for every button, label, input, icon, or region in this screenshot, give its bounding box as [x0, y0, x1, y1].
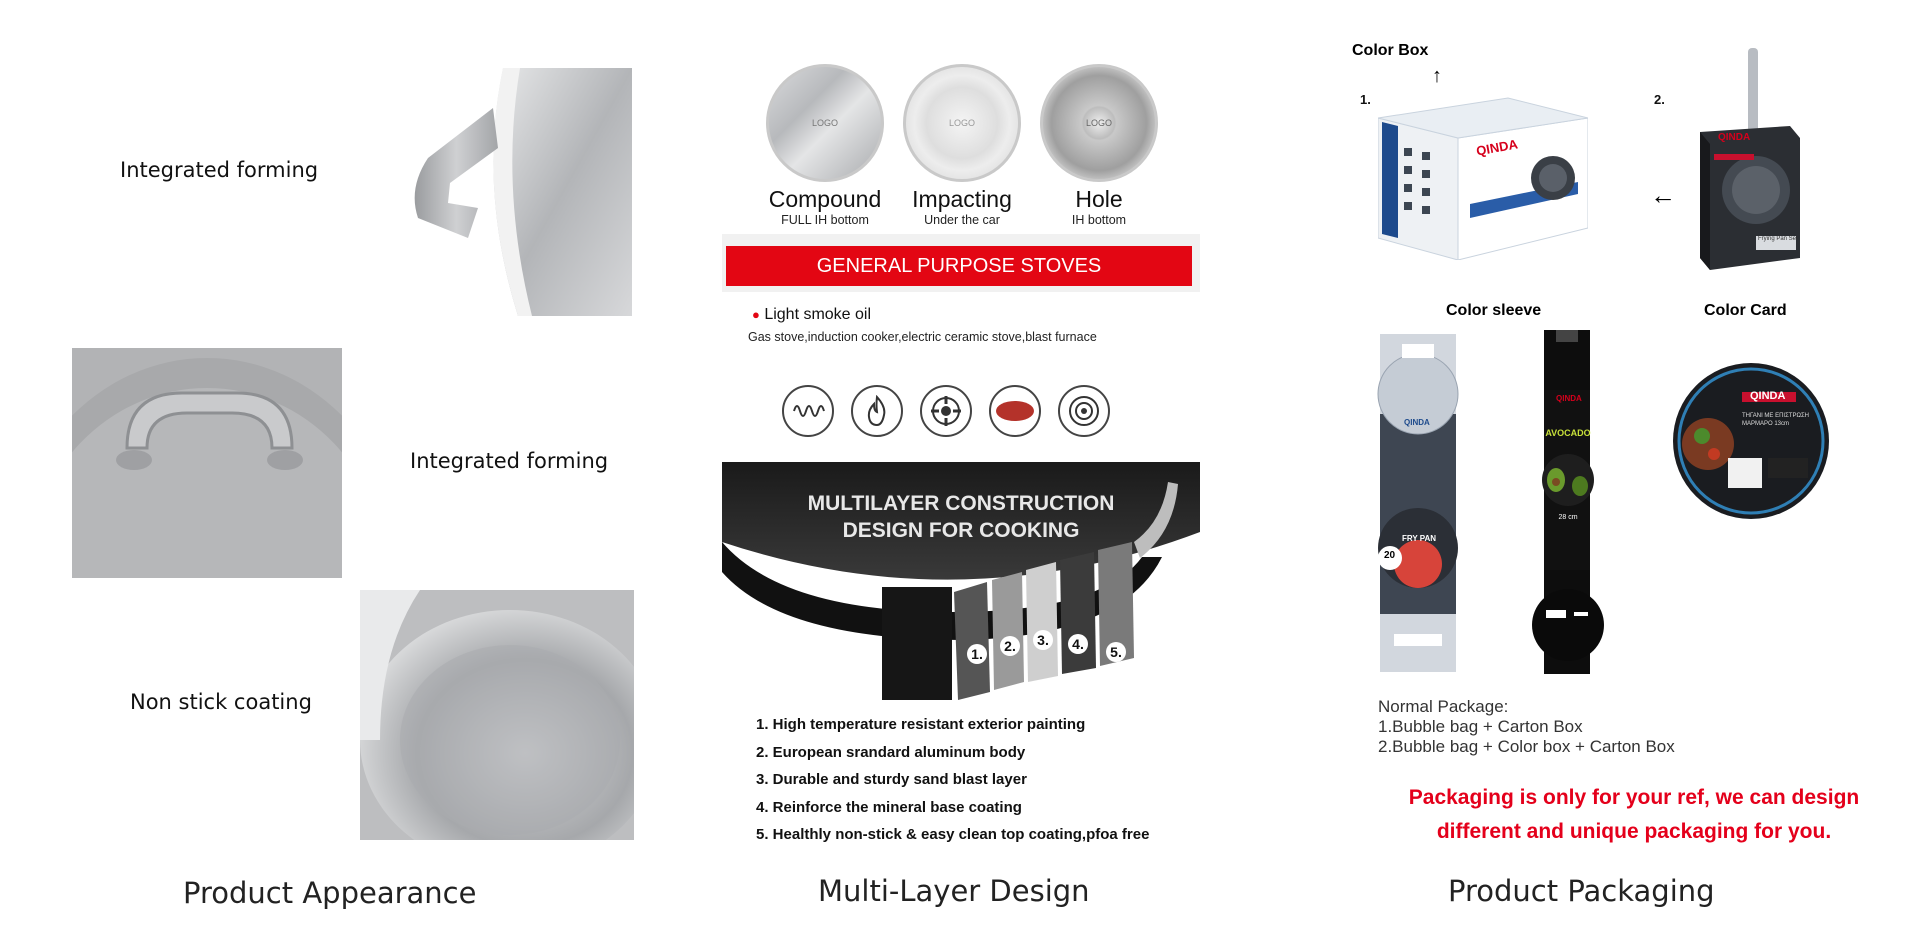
coil-icon	[782, 385, 834, 437]
bottom-name: Hole	[1075, 186, 1123, 212]
card-brand: QINDA	[1750, 390, 1786, 402]
arrow-up-icon: ↑	[1432, 65, 1442, 87]
multilayer-title: Multi-Layer Design	[818, 874, 1090, 908]
sleeve1-brand: QINDA	[1404, 418, 1430, 427]
bottom-name: Compound	[768, 186, 882, 212]
package-option-2: 2.Bubble bag + Color box + Carton Box	[1378, 737, 1675, 756]
card-text: ΤΗΓΑΝΙ ΜΕ ΕΠΙΣΤΡΩΣΗ ΜΑΡΜΑΡΟ 13cm	[1742, 413, 1809, 427]
pot-handle-photo	[408, 68, 632, 316]
stoves-banner-text: GENERAL PURPOSE STOVES	[726, 246, 1192, 286]
color-box-2-image: QINDA Frying Pan Set	[1698, 48, 1802, 270]
lid-handle-photo	[72, 348, 342, 578]
pot-interior-photo	[360, 590, 634, 840]
disc-logo: LOGO	[811, 118, 838, 128]
bottom-option-impacting: LOGO Impacting Under the car	[887, 64, 1037, 227]
arrow-left-icon: ←	[1650, 180, 1676, 210]
layer-number-1: 1.	[967, 644, 987, 664]
stove-icons-row	[782, 385, 1110, 437]
color-box-label: Color Box	[1352, 42, 1429, 59]
bottom-name: Impacting	[912, 186, 1012, 212]
bottom-option-compound: LOGO Compound FULL IH bottom	[750, 64, 900, 227]
color-box-image: QINDA Cookware	[1377, 78, 1589, 261]
ceramic-plate-icon	[989, 385, 1041, 437]
layer-number-2: 2.	[1000, 636, 1020, 656]
sleeve2-brand: QINDA	[1556, 394, 1582, 403]
feature-label-2: Integrated forming	[410, 449, 609, 473]
layer-number-5: 5.	[1106, 642, 1126, 662]
bullet-text: Light smoke oil	[764, 306, 872, 323]
layer-item: 2. European srandard aluminum body	[756, 743, 1026, 761]
bottom-sub: Under the car	[924, 213, 1000, 227]
layer-item: 4. Reinforce the mineral base coating	[756, 798, 1022, 816]
appearance-title: Product Appearance	[183, 876, 477, 910]
induction-icon	[1058, 385, 1110, 437]
normal-package-heading: Normal Package:	[1378, 697, 1509, 716]
gas-burner-icon	[920, 385, 972, 437]
layer-item: 5. Healthly non-stick & easy clean top c…	[756, 826, 1150, 843]
stoves-text: Gas stove,induction cooker,electric cera…	[748, 330, 1097, 344]
box2-brand: QINDA	[1718, 132, 1751, 143]
color-sleeve-1-image: QINDA FRY PAN 20	[1374, 334, 1462, 672]
color-card-image: QINDA ΤΗΓΑΝΙ ΜΕ ΕΠΙΣΤΡΩΣΗ ΜΑΡΜΑΡΟ 13cm	[1672, 362, 1830, 520]
color-sleeve-label: Color sleeve	[1446, 302, 1542, 319]
multilayer-panel: LOGO Compound FULL IH bottom LOGO Impact…	[700, 0, 1220, 947]
compound-disc-icon: LOGO	[766, 64, 884, 182]
packaging-panel: Color Box ↑ 1. 2. QINDA Cookware ←	[1320, 0, 1920, 947]
sleeve2-size: 28 cm	[1558, 514, 1578, 521]
bottom-option-hole: LOGO Hole IH bottom	[1024, 64, 1174, 227]
color-card-label: Color Card	[1704, 302, 1787, 319]
sleeve1-label: FRY PAN	[1402, 534, 1437, 543]
layer-list: 1. High temperature resistant exterior p…	[756, 716, 1149, 854]
sleeve2-label: AVOCADO	[1545, 428, 1591, 438]
smoke-oil-bullet: ● Light smoke oil	[752, 306, 871, 324]
box2-label: Frying Pan Set	[1758, 236, 1798, 242]
impacting-disc-icon: LOGO	[903, 64, 1021, 182]
flame-icon	[851, 385, 903, 437]
feature-label-3: Non stick coating	[130, 690, 312, 714]
disc-logo: LOGO	[1085, 118, 1112, 128]
layer-item: 3. Durable and sturdy sand blast layer	[756, 771, 1027, 788]
packaging-note-line-2: different and unique packaging for you.	[1436, 820, 1832, 843]
feature-label-1: Integrated forming	[120, 158, 319, 182]
construction-title-1: MULTILAYER CONSTRUCTION	[807, 492, 1115, 515]
construction-title-2: DESIGN FOR COOKING	[842, 519, 1080, 542]
sleeve1-size: 20	[1384, 550, 1396, 561]
layer-item: 1. High temperature resistant exterior p…	[756, 716, 1086, 733]
bottom-sub: IH bottom	[1071, 213, 1127, 227]
hole-disc-icon: LOGO	[1040, 64, 1158, 182]
package-option-1: 1.Bubble bag + Carton Box	[1378, 717, 1583, 736]
number-2: 2.	[1654, 92, 1665, 107]
bottom-sub: FULL IH bottom	[781, 213, 869, 227]
stoves-banner: GENERAL PURPOSE STOVES	[722, 234, 1200, 292]
layer-number-4: 4.	[1068, 634, 1088, 654]
packaging-note-line-1: Packaging is only for your ref, we can d…	[1408, 786, 1860, 809]
disc-logo: LOGO	[948, 118, 975, 128]
layer-number-3: 3.	[1033, 630, 1053, 650]
color-sleeve-2-image: QINDA AVOCADO 28 cm	[1516, 330, 1620, 674]
construction-image: MULTILAYER CONSTRUCTION DESIGN FOR COOKI…	[722, 462, 1200, 700]
packaging-note: Packaging is only for your ref, we can d…	[1364, 781, 1904, 849]
bullet-dot-icon: ●	[752, 307, 760, 322]
number-1: 1.	[1360, 92, 1371, 107]
packaging-title: Product Packaging	[1448, 874, 1715, 908]
appearance-panel: Integrated forming Integrated	[0, 0, 650, 947]
